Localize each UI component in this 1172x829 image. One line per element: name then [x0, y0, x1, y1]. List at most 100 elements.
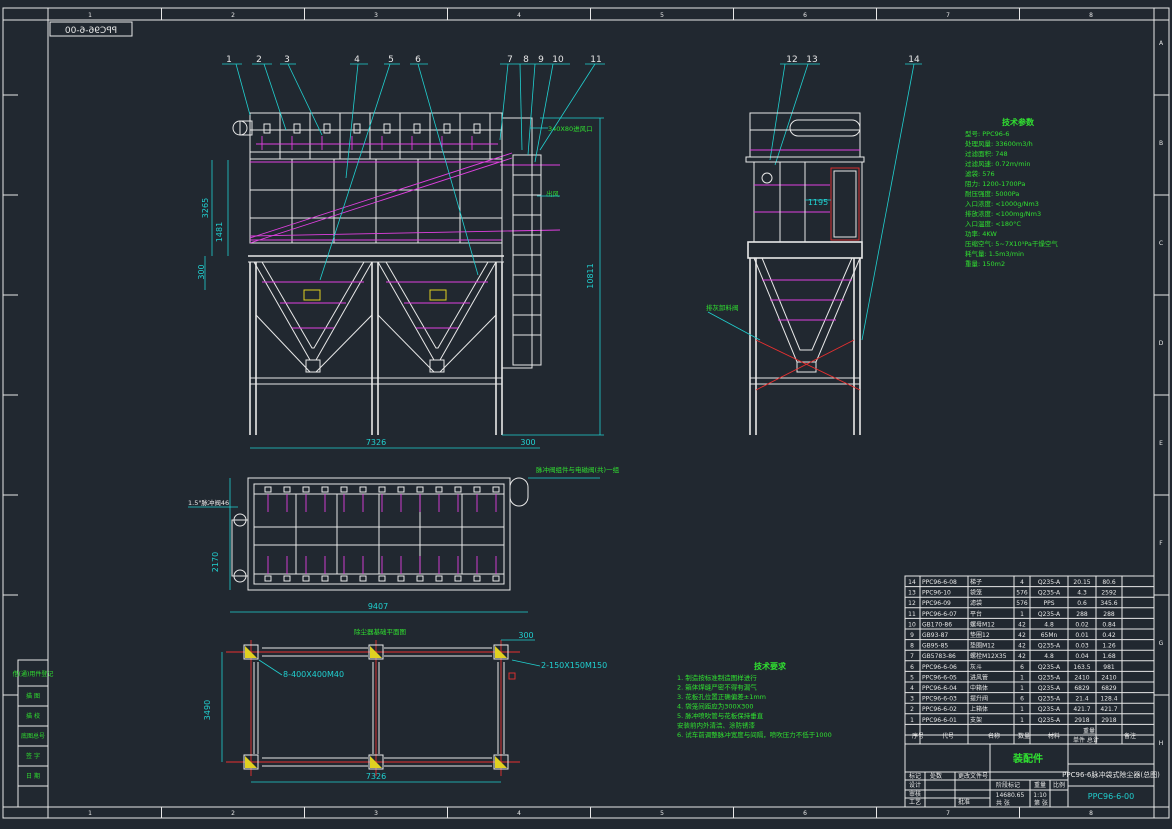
bom-cell-no: 11 [908, 611, 916, 618]
bom-cell-no: 9 [910, 632, 914, 639]
bom-cell-code: PPC96-6-05 [922, 674, 957, 681]
title-block: 装配件 PPC96-6脉冲袋式除尘器(总图) PPC96-6-00 14680.… [904, 743, 1160, 808]
foundation-pad [368, 754, 384, 770]
bom-cell-total: 6829 [1101, 685, 1116, 692]
bom-cell-name: 平台 [970, 610, 982, 618]
bom-cell-no: 3 [910, 696, 914, 703]
bom-cell-name: 灰斗 [970, 663, 982, 671]
tb-label-scale: 比例 [1053, 781, 1065, 789]
bom-cell-total: 421.7 [1100, 706, 1117, 713]
drawing-code-box: PPC96-6-00 [49, 21, 133, 37]
bom-cell-total: 288 [1103, 611, 1115, 618]
bom-cell-material: PPS [1043, 600, 1054, 607]
callout-2: 2 [256, 55, 262, 65]
foundation-pad-fill [495, 646, 507, 658]
bom-cell-qty: 1 [1020, 717, 1024, 724]
foundation-dim-width: 7326 [366, 772, 386, 781]
tech-param-line: 入口温度: <180°C [965, 219, 1021, 228]
bom-cell-code: GB95-85 [922, 643, 948, 650]
bom-cell-code: PPC96-6-06 [922, 664, 957, 671]
bom-cell-material: Q235-A [1038, 664, 1061, 671]
pulse-valve-bottom [359, 575, 367, 582]
side-label-2: 描 校 [26, 712, 40, 720]
foundation-pad-fill [370, 646, 382, 658]
grid-row-C: C [1159, 240, 1163, 247]
bom-cell-no: 2 [910, 706, 914, 713]
tech-req-line: 6. 试车前调整脉冲宽度与间隔，喷吹压力不低于1000 [677, 730, 832, 739]
grid-col-top-7: 7 [946, 12, 950, 19]
tb-label-stage: 阶段标记 [996, 781, 1020, 789]
tech-req-line: 3. 花板孔位置正确偏差±1mm [677, 692, 766, 701]
bom-cell-unit: 0.04 [1075, 653, 1089, 660]
bom-cell-qty: 1 [1020, 674, 1024, 681]
bom-cell-code: PPC96-09 [922, 600, 951, 607]
plan-top-note: 脉冲阀组件与电磁阀(共)一组 [536, 465, 620, 474]
bom-cell-qty: 42 [1018, 621, 1026, 628]
bom-cell-total: 345.6 [1100, 600, 1117, 607]
plan-dim-height: 2170 [211, 552, 220, 572]
foundation-pad [368, 644, 384, 660]
bom-cell-total: 2918 [1101, 717, 1116, 724]
foundation-pad [243, 644, 259, 660]
grid-col-bottom-3: 3 [374, 810, 378, 817]
bom-cell-name: 梯子 [970, 578, 982, 586]
bom-cell-name: 垫圈12 [970, 631, 990, 639]
title-scale: 1:10 [1033, 792, 1047, 799]
bom-cell-material: Q235-A [1038, 685, 1061, 692]
side-registration-table: 借(通)用件登记 描 图 描 校 底图总号 签 字 日 期 [13, 659, 54, 808]
bom-cell-qty: 42 [1018, 632, 1026, 639]
bom-cell-code: PPC96-10 [922, 590, 951, 597]
title-weight: 14680.65 [996, 792, 1025, 799]
title-assembly: 装配件 [1012, 752, 1043, 765]
grid-row-F: F [1159, 540, 1163, 547]
foundation-dim-small: 300 [518, 631, 533, 640]
bom-cell-qty: 4 [1020, 579, 1024, 586]
tech-req-line: 1. 制造按标准制造图样进行 [677, 673, 757, 682]
callout-1: 1 [226, 55, 232, 65]
pulse-valve-top [321, 486, 329, 493]
callout-12: 12 [786, 55, 797, 65]
foundation-pads [243, 644, 509, 770]
side-label-0: 借(通)用件登记 [13, 670, 54, 678]
pulse-valve-top [416, 486, 424, 493]
grid-row-A: A [1159, 40, 1164, 47]
bom-cell-total: 128.4 [1100, 696, 1117, 703]
tb-label-weight: 重量 [1034, 781, 1046, 789]
tech-req-line: 5. 脉冲喷吹管与花板保持垂直 [677, 711, 764, 720]
bom-cell-unit: 2918 [1074, 717, 1089, 724]
bom-cell-code: PPC96-6-04 [922, 685, 957, 692]
side-note: 排灰卸料阀 [706, 303, 739, 312]
bom-cell-no: 10 [908, 621, 916, 628]
bom-h-code: 代号 [942, 732, 954, 740]
bom-cell-no: 7 [910, 653, 914, 660]
side-label-1: 描 图 [26, 692, 40, 700]
bom-cell-total: 1.68 [1102, 653, 1116, 660]
pulse-valve-bottom [378, 575, 386, 582]
tech-param-line: 耗气量: 1.5m3/min [965, 249, 1024, 258]
pulse-valve-top [492, 486, 500, 493]
front-dim-mid-height: 1481 [215, 222, 224, 242]
pulse-valve-top [264, 486, 272, 493]
bom-cell-total: 2410 [1101, 674, 1116, 681]
front-dim-total-height: 10811 [586, 263, 595, 288]
tech-param-line: 排放浓度: <100mg/Nm3 [965, 209, 1041, 218]
tb-label-changefile: 更改文件号 [958, 772, 988, 780]
bom-cell-material: 4.8 [1044, 621, 1054, 628]
pulse-valve-top [454, 486, 462, 493]
bom-cell-name: 螺栓M12X35 [970, 652, 1007, 660]
plan-left-note: 1.5"脉冲阀46 [188, 498, 229, 507]
bom-cell-no: 12 [908, 600, 916, 607]
foundation-dim-height: 3490 [203, 700, 212, 720]
bom-h-material: 材料 [1048, 732, 1060, 740]
title-product-name: PPC96-6脉冲袋式除尘器(总图) [1062, 770, 1160, 779]
bom-h-no: 序号 [912, 732, 924, 740]
bom-cell-qty: 6 [1020, 664, 1024, 671]
bom-cell-code: GB170-86 [922, 621, 952, 628]
bom-h-name: 名称 [988, 732, 1000, 740]
